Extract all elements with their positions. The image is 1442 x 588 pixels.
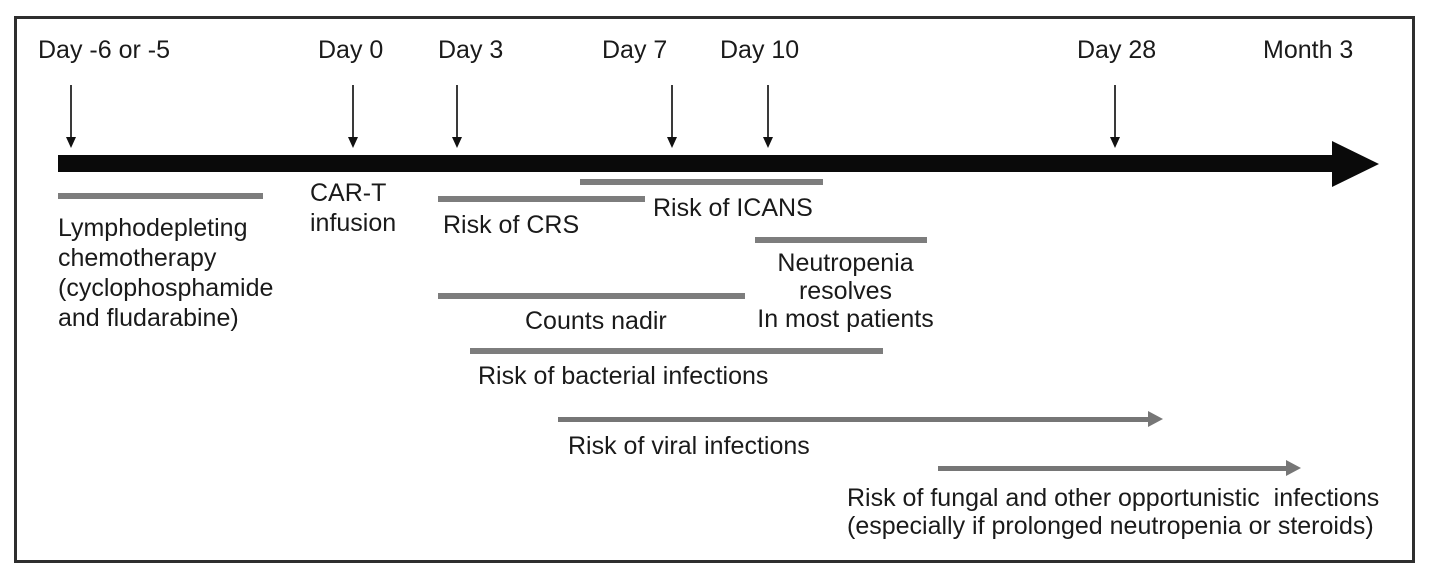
label-neutropenia-resolves: Neutropenia resolves In most patients [757, 249, 934, 333]
marker-label-day-0: Day 0 [318, 36, 384, 64]
bar-risk-of-crs [438, 196, 645, 202]
arrow-head-fungal-icon [1286, 460, 1301, 476]
arrow-head [348, 137, 358, 148]
label-cart-infusion: CAR-T infusion [310, 179, 397, 237]
down-arrow-icon-day-10 [763, 85, 773, 148]
bar-risk-of-bacterial-infections [470, 348, 883, 354]
down-arrow-icon-day-0 [348, 85, 358, 148]
arrow-head [1110, 137, 1120, 148]
figure-frame [14, 16, 1415, 563]
arrow-head [763, 137, 773, 148]
marker-label-day-28: Day 28 [1077, 36, 1157, 64]
label-lymphodepleting-chemotherapy: Lymphodepleting chemotherapy (cyclophosp… [58, 214, 274, 332]
arrow-head-viral-icon [1148, 411, 1163, 427]
marker-label-day-7: Day 7 [602, 36, 668, 64]
arrow-head [452, 137, 462, 148]
marker-label-day-10: Day 10 [720, 36, 800, 64]
down-arrow-icon-day-minus-6 [66, 85, 76, 148]
timeline-axis [58, 155, 1332, 172]
label-risk-of-viral-infections: Risk of viral infections [568, 432, 810, 460]
arrow-shaft [767, 85, 769, 138]
arrow-shaft [70, 85, 72, 138]
timeline-arrowhead-icon [1332, 141, 1379, 187]
arrow-head [667, 137, 677, 148]
label-counts-nadir: Counts nadir [525, 307, 667, 335]
down-arrow-icon-day-7 [667, 85, 677, 148]
arrow-shaft [352, 85, 354, 138]
arrow-shaft [456, 85, 458, 138]
down-arrow-icon-day-28 [1110, 85, 1120, 148]
label-risk-of-fungal-infections: Risk of fungal and other opportunistic i… [847, 484, 1380, 540]
label-risk-of-crs: Risk of CRS [443, 211, 580, 239]
arrow-risk-of-fungal-infections [938, 466, 1286, 471]
bar-counts-nadir [438, 293, 745, 299]
marker-label-day-minus-6-or-5: Day -6 or -5 [38, 36, 170, 64]
label-risk-of-icans: Risk of ICANS [653, 194, 813, 222]
down-arrow-icon-day-3 [452, 85, 462, 148]
bar-lymphodepleting-chemotherapy [58, 193, 263, 199]
bar-risk-of-icans [580, 179, 823, 185]
label-risk-of-bacterial-infections: Risk of bacterial infections [478, 362, 769, 390]
marker-label-day-3: Day 3 [438, 36, 504, 64]
bar-neutropenia-resolves [755, 237, 927, 243]
arrow-shaft [671, 85, 673, 138]
arrow-shaft [1114, 85, 1116, 138]
arrow-head [66, 137, 76, 148]
marker-label-month-3: Month 3 [1263, 36, 1354, 64]
arrow-risk-of-viral-infections [558, 417, 1148, 422]
